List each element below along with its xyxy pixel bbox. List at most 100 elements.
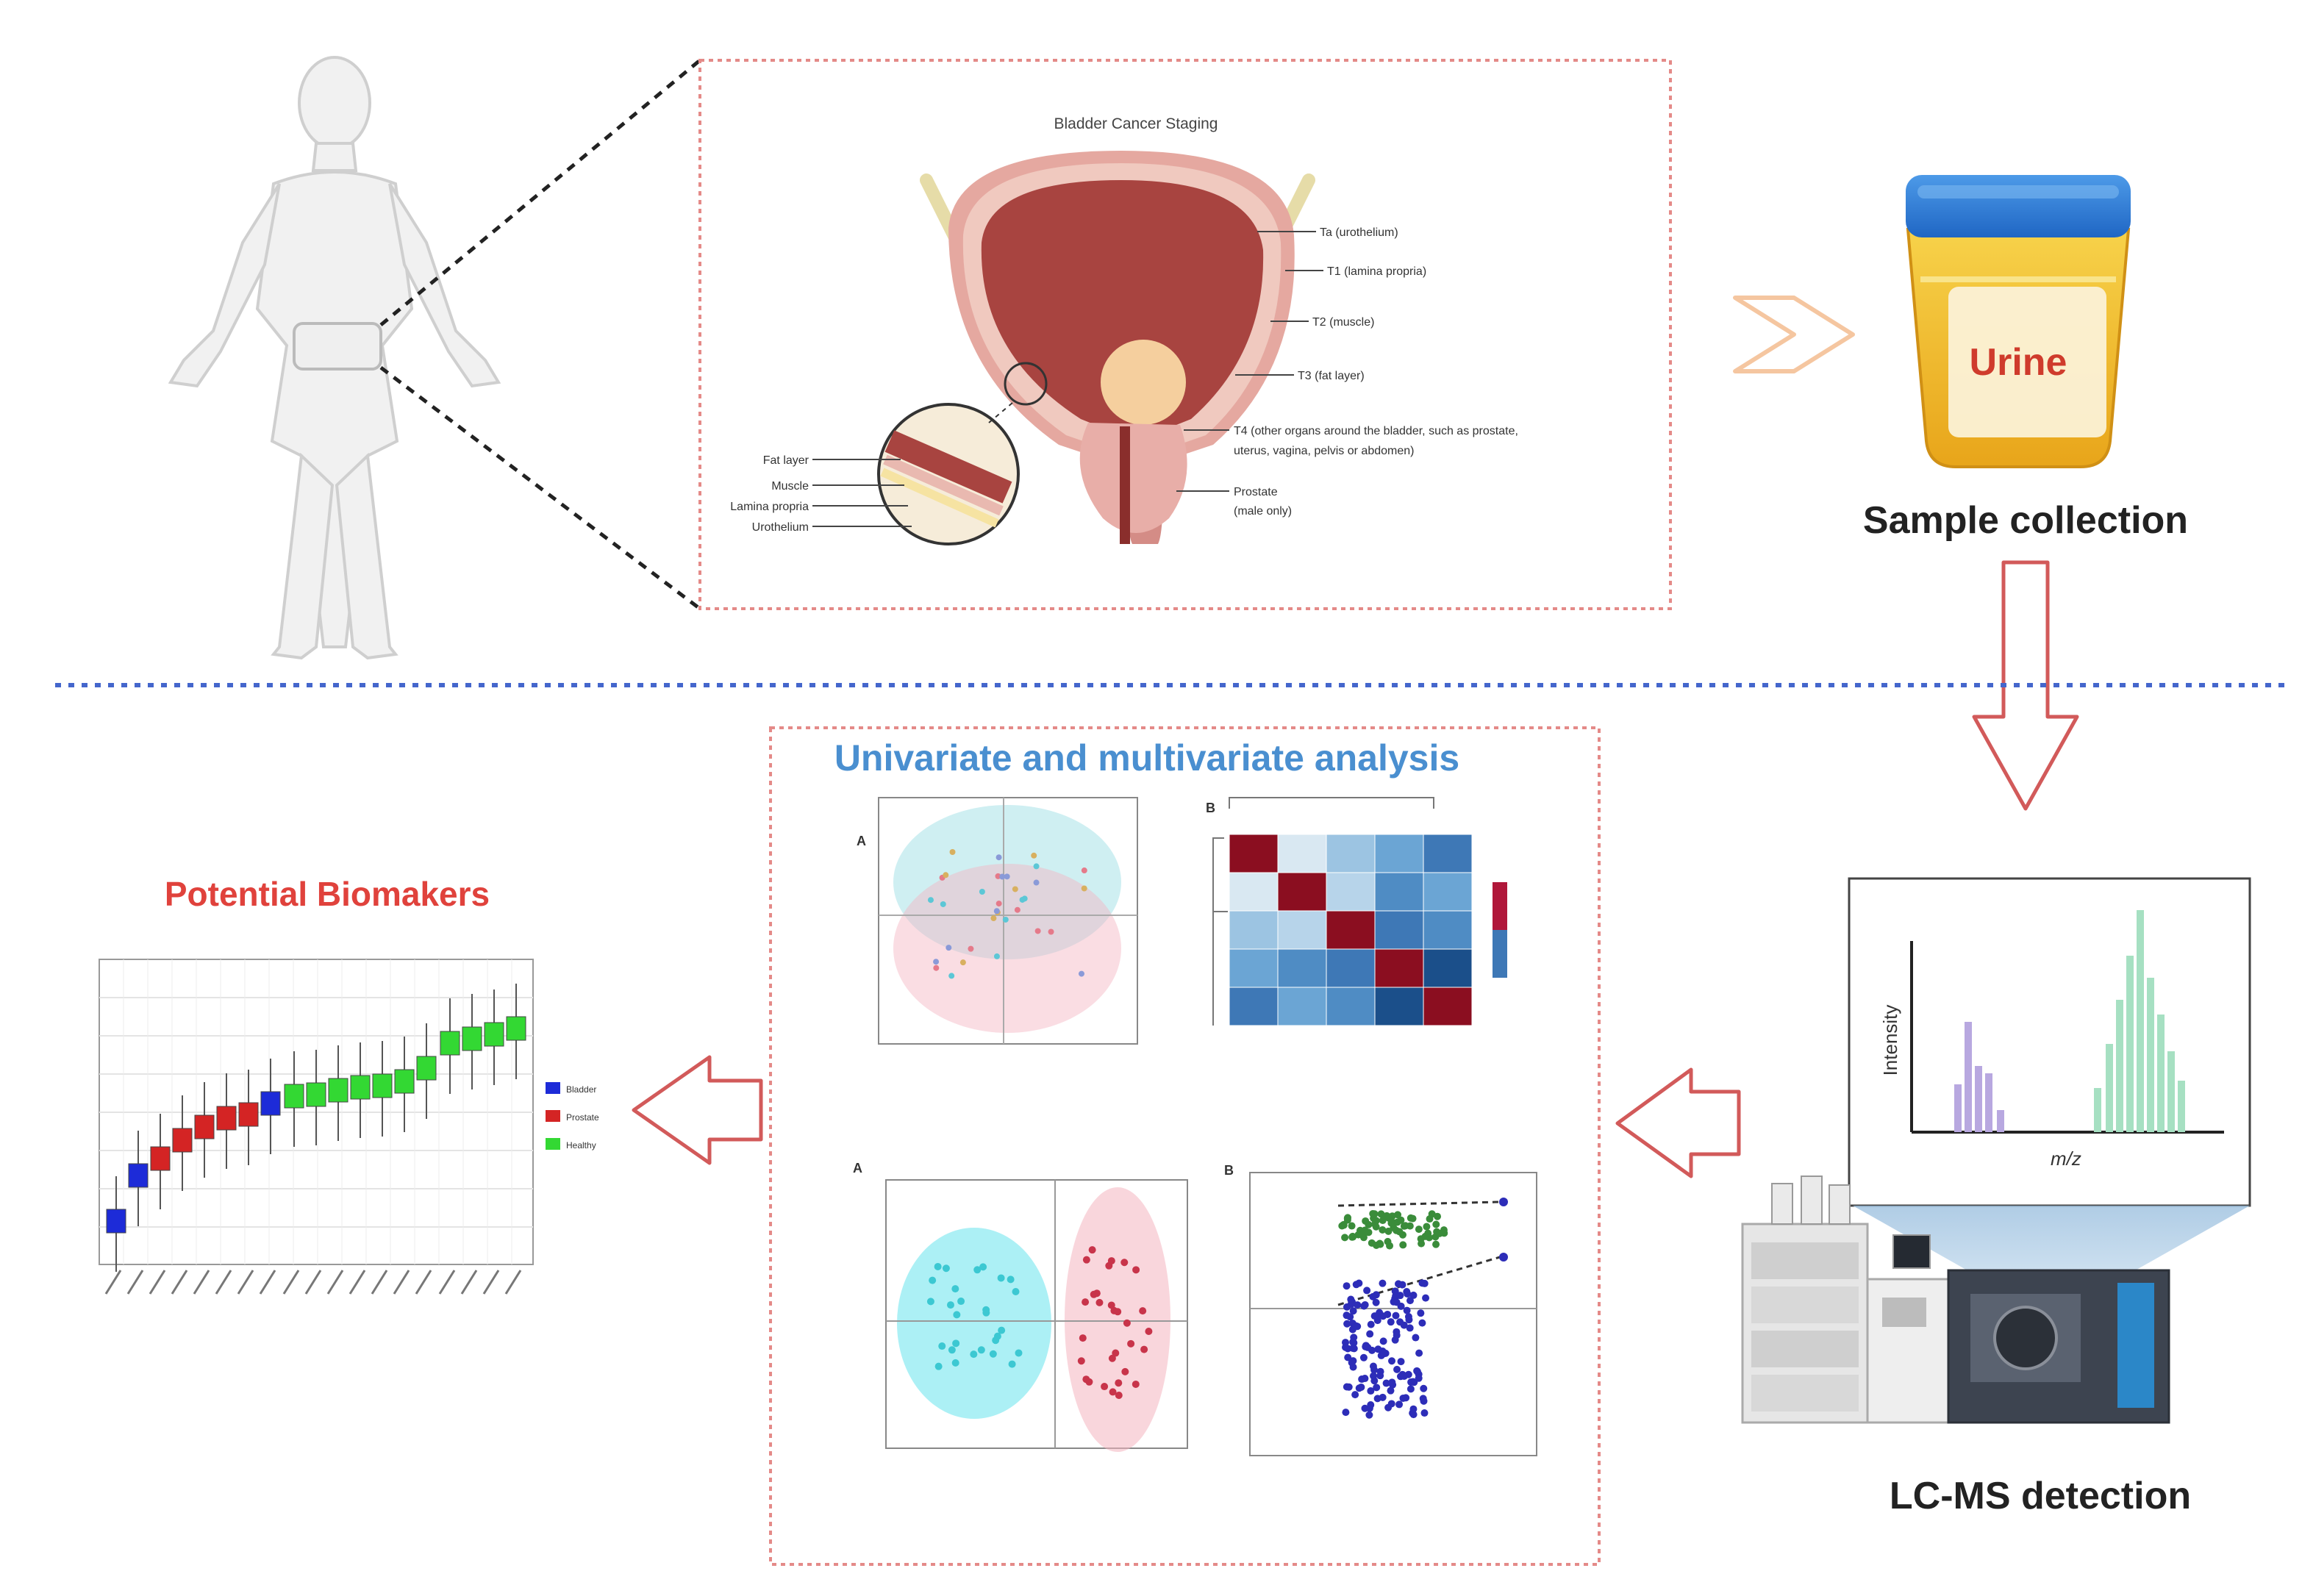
spectrum-peak (2126, 956, 2134, 1132)
x-tick-mark (371, 1270, 388, 1295)
opls-point-healthy (997, 1274, 1005, 1282)
heatmap-cell (1277, 948, 1327, 988)
opls-point-healthy (1015, 1349, 1023, 1357)
perm-point-blue (1406, 1324, 1414, 1332)
heatmap-cell (1277, 910, 1327, 950)
stage-leaders (1176, 231, 1323, 492)
layer-lamina-label: Lamina propria (730, 501, 809, 513)
perm-point-green (1401, 1222, 1409, 1230)
opls-point-healthy (934, 1262, 942, 1270)
heatmap-cell (1423, 910, 1473, 950)
detector-beam (1853, 1206, 2250, 1301)
box-element (394, 1069, 415, 1094)
perm-point-blue (1369, 1372, 1377, 1380)
boxplot-legend: Bladder Prostate Healthy (546, 1082, 599, 1151)
opls-point-cancer (1082, 1256, 1090, 1264)
legend-prostate: Prostate (566, 1112, 599, 1123)
opls-point-cancer (1109, 1388, 1117, 1396)
box-element (372, 1073, 393, 1098)
perm-point-blue (1403, 1306, 1411, 1314)
pca-point (946, 945, 952, 951)
perm-point-blue (1396, 1292, 1404, 1300)
perm-point-green (1348, 1232, 1356, 1240)
opls-point-cancer (1120, 1259, 1129, 1267)
perm-point-blue (1345, 1383, 1353, 1391)
perm-point-green (1384, 1227, 1393, 1235)
intensity-axis-label: Intensity (1879, 1005, 1901, 1076)
pca-point (979, 889, 985, 895)
perm-point-blue (1387, 1386, 1395, 1395)
spectrum-peak (1997, 1110, 2004, 1132)
pca-point (948, 973, 955, 979)
analysis-title: Univariate and multivariate analysis (834, 737, 1459, 779)
x-tick-mark (237, 1270, 254, 1295)
perm-point-blue (1409, 1378, 1417, 1386)
perm-point-blue (1379, 1279, 1387, 1287)
bladder-region-marker (293, 322, 382, 371)
perm-point-blue (1365, 1411, 1373, 1419)
x-tick-mark (126, 1270, 144, 1295)
heatmap-cell (1423, 834, 1473, 873)
perm-point-green (1387, 1219, 1395, 1227)
opls-point-healthy (989, 1350, 997, 1358)
heatmap-cell (1277, 872, 1327, 912)
perm-point-blue (1409, 1405, 1418, 1413)
box-element (106, 1209, 126, 1234)
stage-t2-label: T2 (muscle) (1312, 316, 1374, 329)
perm-point-green (1415, 1225, 1423, 1234)
opls-point-healthy (1007, 1275, 1015, 1284)
spectrum-peak (1965, 1022, 1972, 1132)
perm-point-blue (1349, 1338, 1357, 1346)
pca-point (949, 849, 956, 856)
heatmap-cell (1229, 987, 1279, 1026)
perm-point-blue (1406, 1297, 1414, 1305)
opls-point-cancer (1108, 1354, 1116, 1362)
perm-point-green (1398, 1231, 1406, 1239)
perm-point-blue (1393, 1298, 1401, 1306)
arrow-left-icon-right (1615, 1067, 1741, 1178)
x-tick-mark (104, 1270, 122, 1295)
box-element (484, 1022, 504, 1047)
perm-point-green (1348, 1222, 1356, 1230)
heatmap-cell (1326, 987, 1376, 1026)
sample-collection-caption: Sample collection (1863, 499, 2188, 542)
opls-point-cancer (1140, 1345, 1148, 1353)
heatmap-cell (1423, 948, 1473, 988)
perm-point-blue (1373, 1384, 1381, 1392)
pca-point (995, 854, 1002, 861)
perm-point-blue (1392, 1311, 1400, 1320)
perm-point-green (1393, 1226, 1401, 1234)
perm-point-blue (1397, 1358, 1405, 1366)
x-tick-mark (415, 1270, 432, 1295)
perm-point-blue (1349, 1345, 1357, 1353)
prostate-label: Prostate (1234, 486, 1278, 498)
perm-point-blue (1388, 1378, 1396, 1386)
pca-point (1081, 867, 1087, 874)
opls-point-healthy (942, 1264, 950, 1273)
box-element (128, 1163, 149, 1188)
pca-point (1014, 906, 1020, 913)
box-element (194, 1114, 215, 1139)
spectrum-peak (2094, 1088, 2101, 1132)
perm-point-blue (1366, 1330, 1374, 1338)
perm-point-blue (1349, 1363, 1357, 1371)
opls-point-cancer (1107, 1257, 1115, 1265)
opls-point-healthy (993, 1332, 1001, 1340)
prostate-note: (male only) (1234, 505, 1292, 518)
perm-point-blue (1405, 1316, 1413, 1324)
box-element (284, 1084, 304, 1109)
heatmap-cell (1229, 834, 1279, 873)
pca-point (1021, 895, 1028, 902)
perm-point-green (1397, 1216, 1405, 1224)
heatmap-cell (1374, 872, 1424, 912)
perm-point-blue (1367, 1401, 1375, 1409)
perm-point-blue (1420, 1384, 1428, 1392)
opls-point-cancer (1095, 1298, 1104, 1306)
biomarkers-title: Potential Biomakers (165, 875, 490, 913)
perm-point-blue (1399, 1394, 1407, 1402)
opls-point-healthy (979, 1263, 987, 1271)
x-tick-mark (326, 1270, 344, 1295)
perm-point-blue (1352, 1322, 1360, 1330)
perm-point-blue (1362, 1342, 1370, 1350)
opls-point-healthy (970, 1350, 978, 1359)
